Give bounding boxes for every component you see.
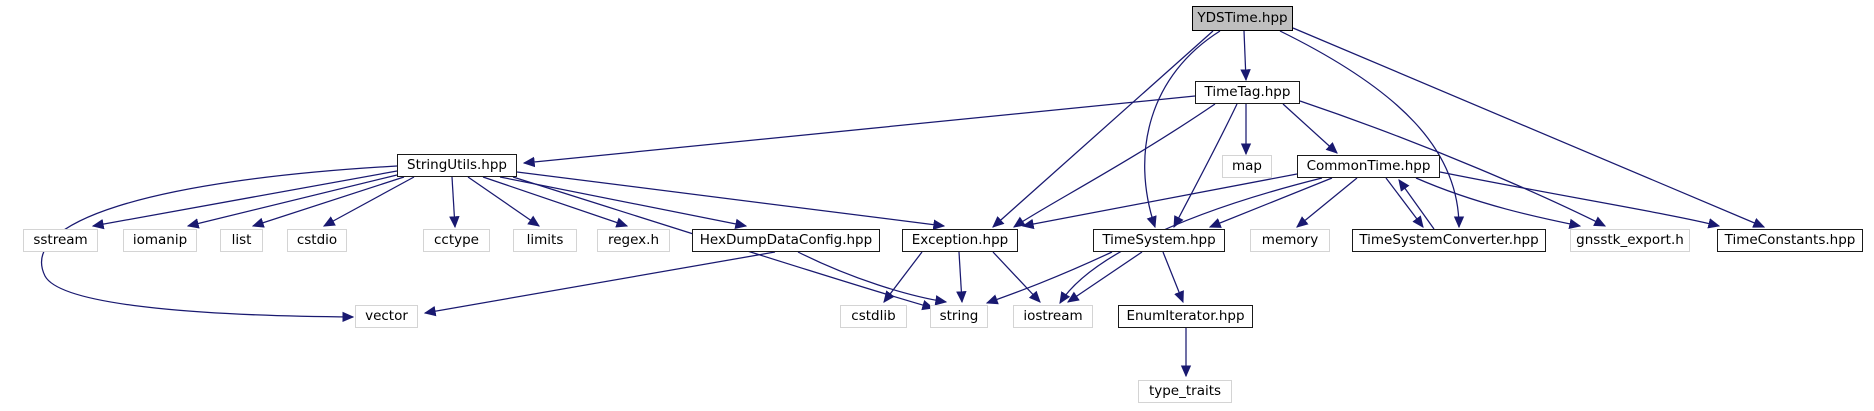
node-label-stringutils: StringUtils.hpp bbox=[407, 156, 507, 173]
node-regexh: regex.h bbox=[597, 229, 670, 252]
node-cctype: cctype bbox=[423, 229, 490, 252]
edge-tsc-to-commontime bbox=[1398, 179, 1435, 230]
edge-stringutils-to-hexdump bbox=[499, 176, 748, 230]
node-gnsstkexport: gnsstk_export.h bbox=[1570, 229, 1690, 252]
edge-stringutils-to-iomanip bbox=[186, 174, 398, 229]
edge-stringutils-to-string bbox=[512, 176, 935, 311]
edge-timetag-to-exception bbox=[1013, 103, 1216, 228]
edge-stringutils-to-sstream bbox=[91, 170, 398, 230]
node-label-cctype: cctype bbox=[433, 231, 479, 248]
node-label-cstdlib: cstdlib bbox=[851, 307, 896, 324]
edge-ydstime-to-tsc bbox=[1279, 30, 1465, 229]
node-timeconstants[interactable]: TimeConstants.hpp bbox=[1717, 229, 1863, 252]
node-label-timeconstants: TimeConstants.hpp bbox=[1724, 231, 1856, 248]
node-commontime[interactable]: CommonTime.hpp bbox=[1297, 155, 1440, 178]
node-iomanip: iomanip bbox=[123, 229, 197, 252]
edge-exception-to-string bbox=[956, 251, 967, 304]
node-memory: memory bbox=[1250, 229, 1330, 252]
edge-commontime-to-memory bbox=[1296, 177, 1358, 228]
node-cstdio: cstdio bbox=[287, 229, 347, 252]
node-limits: limits bbox=[513, 229, 577, 252]
node-label-exception: Exception.hpp bbox=[911, 231, 1009, 248]
node-tsc[interactable]: TimeSystemConverter.hpp bbox=[1352, 229, 1546, 252]
edge-commontime-to-timeconstants bbox=[1439, 171, 1721, 229]
edge-timesystem-to-iostream bbox=[1067, 251, 1143, 303]
node-label-typetraits: type_traits bbox=[1148, 382, 1222, 399]
edge-timesystem-to-enumiterator bbox=[1162, 251, 1184, 304]
node-list: list bbox=[220, 229, 263, 252]
edge-stringutils-to-cstdio bbox=[322, 176, 415, 227]
edge-exception-to-iostream bbox=[992, 251, 1041, 303]
node-hexdump[interactable]: HexDumpDataConfig.hpp bbox=[692, 229, 880, 252]
node-label-commontime: CommonTime.hpp bbox=[1306, 157, 1431, 174]
node-label-memory: memory bbox=[1261, 231, 1319, 248]
node-exception[interactable]: Exception.hpp bbox=[902, 229, 1018, 252]
node-label-regexh: regex.h bbox=[607, 231, 660, 248]
node-vector: vector bbox=[355, 305, 418, 328]
edge-commontime-to-gnsstkexport bbox=[1415, 177, 1582, 229]
node-enumiterator[interactable]: EnumIterator.hpp bbox=[1118, 305, 1253, 328]
node-map: map bbox=[1222, 155, 1272, 178]
node-label-ydstime: YDSTime.hpp bbox=[1197, 9, 1288, 26]
node-label-list: list bbox=[231, 231, 252, 248]
edge-commontime-to-exception bbox=[1021, 173, 1298, 230]
edge-commontime-to-timesystem bbox=[1208, 177, 1333, 228]
node-label-cstdio: cstdio bbox=[296, 231, 338, 248]
node-label-hexdump: HexDumpDataConfig.hpp bbox=[699, 231, 873, 248]
node-label-limits: limits bbox=[526, 231, 564, 248]
node-label-tsc: TimeSystemConverter.hpp bbox=[1359, 231, 1539, 248]
edge-stringutils-to-list bbox=[251, 176, 405, 228]
edge-ydstime-to-timeconstants bbox=[1292, 27, 1766, 228]
edge-commontime-to-tsc bbox=[1385, 177, 1424, 228]
edge-stringutils-to-cctype bbox=[449, 176, 460, 229]
node-label-iostream: iostream bbox=[1023, 307, 1083, 324]
edge-stringutils-to-regexh bbox=[482, 176, 629, 228]
edge-hexdump-to-vector bbox=[423, 251, 776, 317]
edge-ydstime-to-timetag bbox=[1240, 30, 1251, 82]
node-string: string bbox=[930, 305, 988, 328]
node-iostream: iostream bbox=[1013, 305, 1093, 328]
node-label-vector: vector bbox=[365, 307, 408, 324]
node-label-sstream: sstream bbox=[33, 231, 88, 248]
node-label-string: string bbox=[939, 307, 979, 324]
node-ydstime: YDSTime.hpp bbox=[1192, 6, 1293, 31]
node-sstream: sstream bbox=[23, 229, 98, 252]
edge-exception-to-cstdlib bbox=[883, 251, 923, 303]
edge-ydstime-to-timesystem bbox=[1144, 30, 1221, 229]
edge-stringutils-to-limits bbox=[467, 176, 540, 227]
edge-timesystem-to-string bbox=[985, 251, 1113, 305]
edge-timetag-to-commontime bbox=[1282, 103, 1338, 154]
node-stringutils[interactable]: StringUtils.hpp bbox=[397, 154, 517, 177]
node-typetraits: type_traits bbox=[1138, 380, 1232, 403]
node-label-map: map bbox=[1232, 157, 1262, 174]
edge-timetag-to-gnsstkexport bbox=[1299, 100, 1607, 227]
edge-timetag-to-timesystem bbox=[1173, 103, 1238, 229]
node-timesystem[interactable]: TimeSystem.hpp bbox=[1093, 229, 1225, 252]
node-label-enumiterator: EnumIterator.hpp bbox=[1126, 307, 1245, 324]
node-label-gnsstkexport: gnsstk_export.h bbox=[1576, 231, 1684, 248]
edge-ydstime-to-exception bbox=[992, 30, 1214, 228]
edge-timetag-to-stringutils bbox=[522, 95, 1196, 168]
edge-hexdump-to-string bbox=[797, 251, 948, 306]
node-label-iomanip: iomanip bbox=[132, 231, 188, 248]
node-timetag[interactable]: TimeTag.hpp bbox=[1195, 81, 1300, 104]
edge-stringutils-to-exception bbox=[516, 171, 946, 230]
node-label-timesystem: TimeSystem.hpp bbox=[1102, 231, 1216, 248]
node-label-timetag: TimeTag.hpp bbox=[1204, 83, 1291, 100]
edge-stringutils-to-vector bbox=[40, 165, 398, 323]
node-cstdlib: cstdlib bbox=[840, 305, 907, 328]
